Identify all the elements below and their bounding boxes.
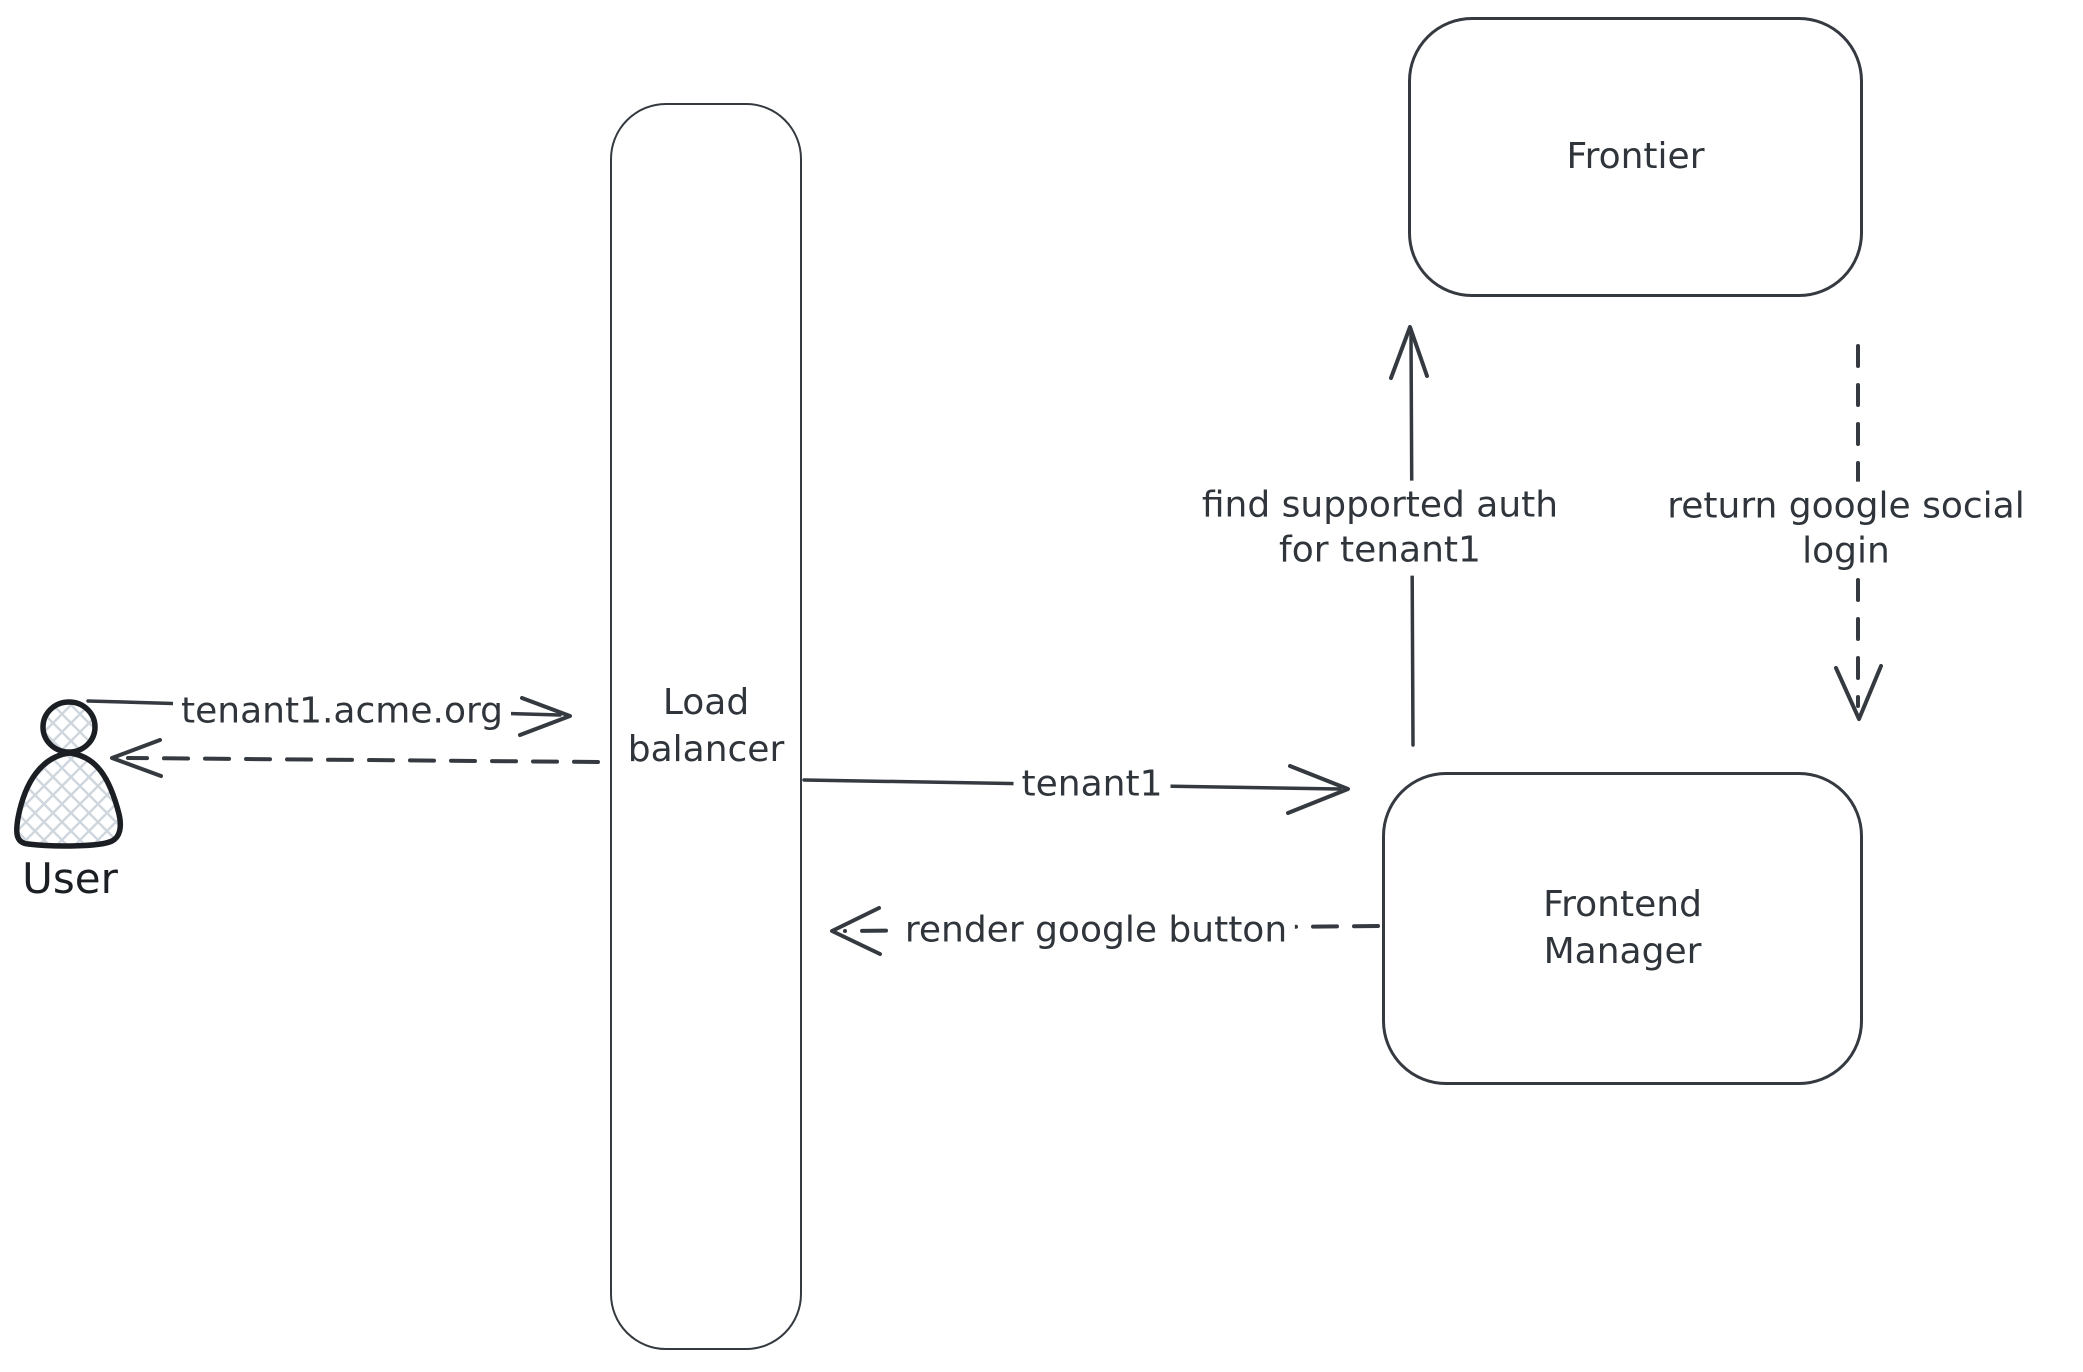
edge-label-tenant1-acme-org[interactable]: tenant1.acme.org (173, 686, 511, 736)
user-head-shape (40, 699, 98, 755)
node-frontend-manager[interactable]: Frontend Manager (1382, 772, 1863, 1085)
node-frontend-manager-label: Frontend Manager (1543, 884, 1702, 972)
arrowhead-up-icon (1389, 325, 1429, 380)
node-frontier-label: Frontier (1566, 135, 1705, 177)
edge-label-tenant1[interactable]: tenant1 (1013, 759, 1171, 809)
node-load-balancer-label: Load balancer (627, 682, 785, 770)
user-body-shape (14, 750, 124, 849)
arrow-shaft (126, 756, 600, 764)
edge-label-return-google-social-login[interactable]: return google social login (1618, 481, 2074, 577)
node-load-balancer[interactable]: Load balancer (610, 103, 802, 1350)
arrowhead-right-icon (1286, 764, 1350, 815)
user-icon[interactable] (8, 696, 138, 851)
arrowhead-left-icon (110, 738, 163, 778)
arrow-frontier-to-frontend-manager[interactable] (1834, 344, 1883, 721)
arrowhead-left-icon (830, 906, 882, 956)
edge-label-render-google-button[interactable]: render google button (896, 905, 1296, 955)
arrow-load-balancer-to-user[interactable] (110, 738, 600, 778)
node-user-label[interactable]: User (22, 854, 118, 903)
arrowhead-right-icon (518, 696, 572, 737)
node-frontier[interactable]: Frontier (1408, 17, 1863, 297)
arrowhead-down-icon (1834, 664, 1883, 721)
edge-label-find-supported-auth[interactable]: find supported auth for tenant1 (1172, 480, 1588, 576)
